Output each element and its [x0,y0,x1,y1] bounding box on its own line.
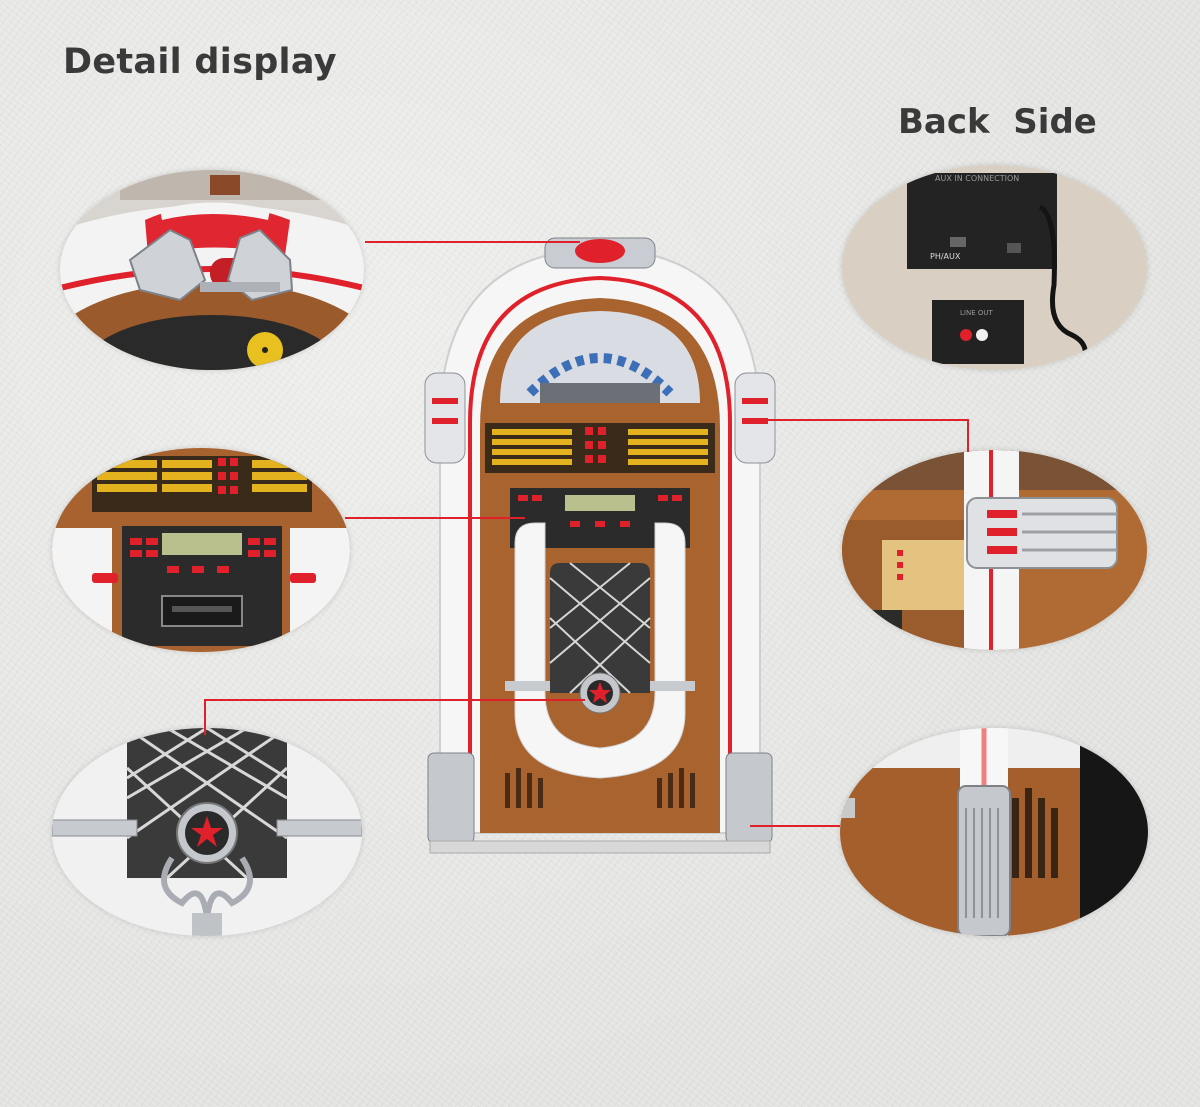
side-light-closeup [842,450,1147,650]
speaker-grille-closeup [52,728,362,936]
control-panel-closeup [52,448,350,652]
top-ornament-closeup [60,170,364,370]
ph-aux-label: PH/AUX [930,252,961,261]
aux-in-label: AUX IN CONNECTION [935,174,1019,183]
jukebox-illustration [420,233,780,858]
back-side-closeup: AUX IN CONNECTION PH/AUX LINE OUT [842,165,1147,370]
detail-display-heading: Detail display [63,42,337,82]
back-side-heading: Back Side [898,102,1097,142]
base-column-closeup [840,728,1148,936]
line-out-label: LINE OUT [960,309,993,317]
callout-side-light [750,419,969,452]
